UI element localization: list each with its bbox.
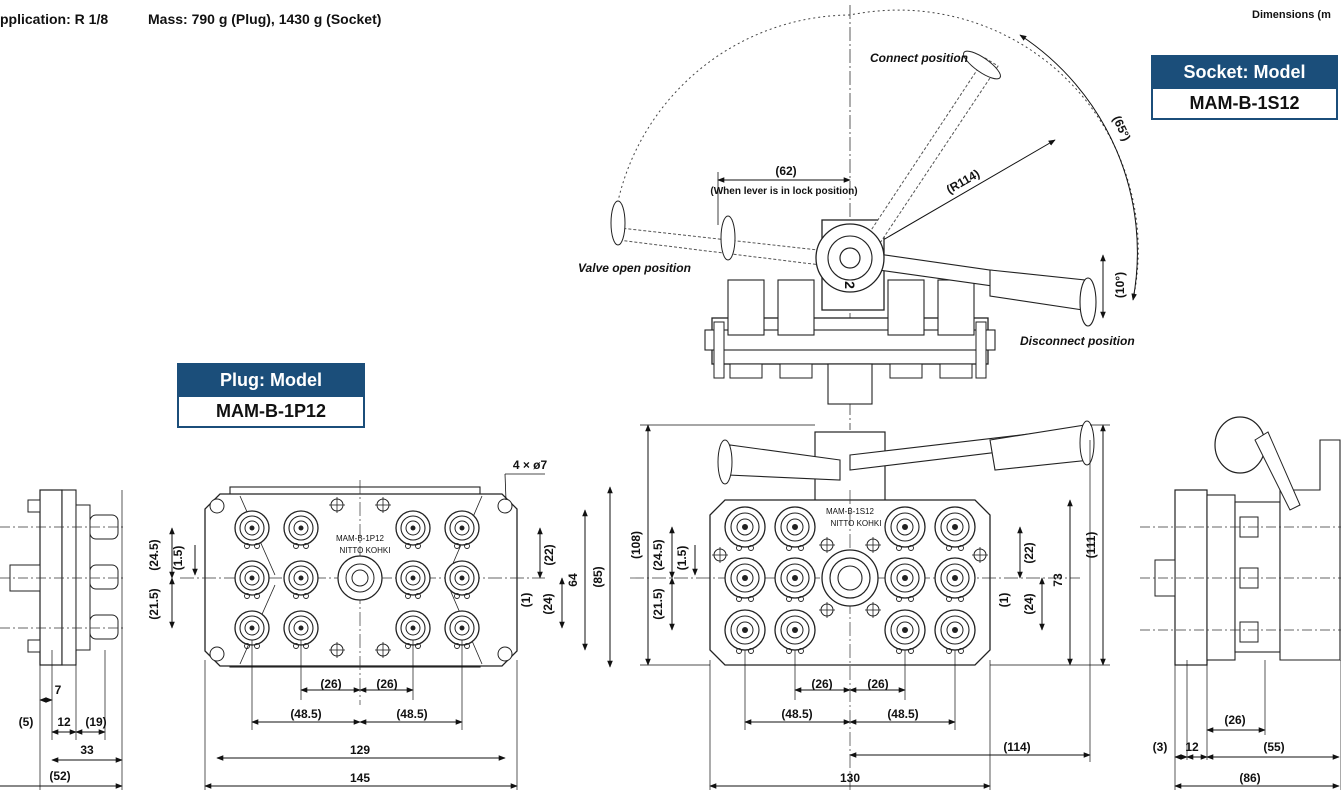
plug-side-dim-5: (5) (19, 715, 34, 729)
plug-side-view: 7 (5) 12 (19) 33 (52) (0, 489, 125, 790)
plug-marking-model: MAM-B-1P12 (336, 534, 385, 543)
socket-dim-108: (108) (629, 531, 643, 559)
plug-dim-145: 145 (350, 771, 370, 785)
lock-note-label: (When lever is in lock position) (710, 186, 857, 197)
lock-dim-label: (62) (775, 164, 796, 178)
socket-front-view: MAM-B-1S12 NITTO KOHKI (108) (24.5) (1.5… (629, 420, 1110, 790)
plug-dim-26a: (26) (320, 677, 341, 691)
socket-top-view: 2 Connect position Valve open position D… (578, 5, 1139, 430)
plug-front-view: MAM-B-1P12 NITTO KOHKI 4 × ø7 (24.5) (1.… (147, 458, 613, 790)
plug-side-dim-19: (19) (85, 715, 106, 729)
plug-dim-21-5: (21.5) (147, 588, 161, 619)
socket-dim-24-5: (24.5) (651, 539, 665, 570)
socket-dim-48-5a: (48.5) (781, 707, 812, 721)
plug-side-dim-12: 12 (57, 715, 71, 729)
socket-model-box: Socket: Model MAM-B-1S12 (1151, 55, 1338, 120)
plug-dim-24-5: (24.5) (147, 539, 161, 570)
socket-dim-24: (24) (1022, 593, 1036, 614)
plug-dim-1: (1) (519, 593, 533, 608)
valve-open-position-label: Valve open position (578, 261, 691, 275)
mass-label: Mass: 790 g (Plug), 1430 g (Socket) (148, 11, 382, 27)
socket-model-title: Socket: Model (1153, 57, 1336, 87)
plug-holes-label: 4 × ø7 (513, 458, 548, 472)
connect-position-label: Connect position (870, 51, 968, 65)
plug-side-dim-33: 33 (80, 743, 94, 757)
angle-10-label: (10°) (1113, 272, 1127, 298)
disconnect-position-label: Disconnect position (1020, 334, 1135, 348)
socket-dim-130: 130 (840, 771, 860, 785)
socket-side-dim-3: (3) (1153, 740, 1168, 754)
socket-side-dim-55: (55) (1263, 740, 1284, 754)
socket-dim-111: (111) (1084, 532, 1098, 559)
plug-dim-26b: (26) (376, 677, 397, 691)
socket-side-dim-86: (86) (1239, 771, 1260, 785)
angle-65-label: (65°) (1110, 114, 1134, 144)
socket-side-view: (26) (3) 12 (55) (86) (1140, 416, 1341, 790)
socket-side-dim-26: (26) (1224, 713, 1245, 727)
plug-dim-24: (24) (541, 593, 555, 614)
socket-dim-26b: (26) (867, 677, 888, 691)
plug-dim-48-5a: (48.5) (290, 707, 321, 721)
socket-marking-model: MAM-B-1S12 (826, 507, 875, 516)
plug-marking-brand: NITTO KOHKI (340, 546, 391, 555)
socket-dim-73: 73 (1051, 573, 1065, 587)
socket-dim-1: (1) (997, 593, 1011, 608)
plug-dim-22: (22) (542, 544, 556, 565)
socket-dim-21-5: (21.5) (651, 588, 665, 619)
socket-dim-48-5b: (48.5) (887, 707, 918, 721)
socket-marking-brand: NITTO KOHKI (831, 519, 882, 528)
socket-dim-114: (114) (1003, 740, 1030, 754)
plug-dim-1-5: (1.5) (171, 546, 185, 571)
radius-label: (R114) (944, 166, 982, 196)
socket-side-dim-12: 12 (1185, 740, 1199, 754)
application-label: pplication: R 1/8 (0, 11, 109, 27)
socket-dim-1-5: (1.5) (675, 546, 689, 571)
plug-model-title: Plug: Model (179, 365, 363, 395)
plug-dim-48-5b: (48.5) (396, 707, 427, 721)
dial-numeral: 2 (842, 281, 858, 289)
plug-dim-64: 64 (566, 573, 580, 587)
plug-dim-85: (85) (591, 566, 605, 587)
plug-model-name: MAM-B-1P12 (179, 395, 363, 426)
plug-model-box: Plug: Model MAM-B-1P12 (177, 363, 365, 428)
plug-dim-129: 129 (350, 743, 370, 757)
plug-side-dim-7: 7 (55, 683, 62, 697)
socket-model-name: MAM-B-1S12 (1153, 87, 1336, 118)
plug-side-dim-52: (52) (49, 769, 70, 783)
dimensions-label: Dimensions (m (1252, 9, 1331, 21)
socket-dim-26a: (26) (811, 677, 832, 691)
socket-dim-22: (22) (1022, 542, 1036, 563)
